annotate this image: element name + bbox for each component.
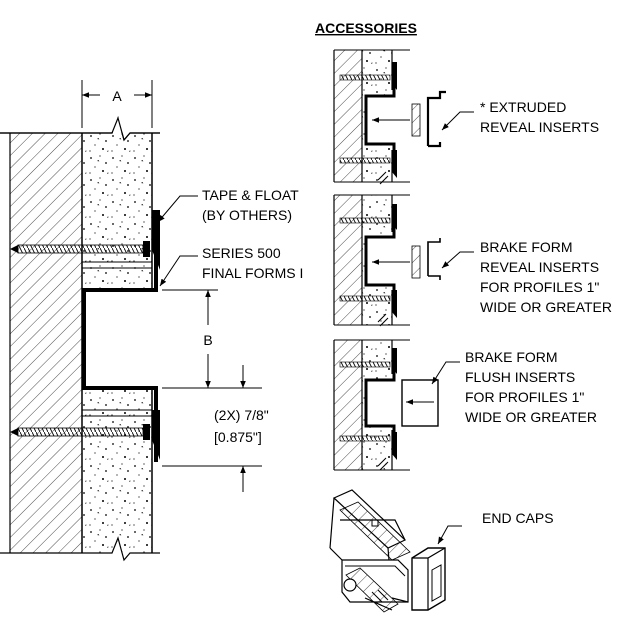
dimension-b bbox=[162, 289, 262, 389]
brake-flush-label-4: WIDE OR GREATER bbox=[465, 409, 597, 425]
series-label-2: FINAL FORMS I bbox=[202, 265, 303, 281]
tape-float-label-2: (BY OTHERS) bbox=[202, 207, 292, 223]
dim-2x-line1: (2X) 7/8" bbox=[214, 407, 269, 423]
dim-b-label: B bbox=[203, 332, 212, 348]
reveal-profile bbox=[82, 218, 158, 462]
accessories-heading: ACCESSORIES bbox=[315, 20, 417, 36]
tape-float-label-1: TAPE & FLOAT bbox=[202, 187, 299, 203]
wall-framing-hatch bbox=[10, 133, 82, 553]
brake-reveal-label-2: REVEAL INSERTS bbox=[480, 259, 599, 275]
break-line-bottom bbox=[0, 536, 160, 562]
end-caps-isometric bbox=[329, 489, 462, 613]
accessory-extruded-detail bbox=[333, 49, 474, 185]
dimension-a bbox=[81, 80, 153, 128]
series-label-1: SERIES 500 bbox=[202, 245, 281, 261]
brake-reveal-label-1: BRAKE FORM bbox=[480, 239, 573, 255]
brake-reveal-label-3: FOR PROFILES 1" bbox=[480, 279, 599, 295]
brake-reveal-label-4: WIDE OR GREATER bbox=[480, 299, 612, 315]
extruded-label-2: REVEAL INSERTS bbox=[480, 119, 599, 135]
dim-2x-line2: [0.875"] bbox=[214, 429, 262, 445]
accessory-brake-flush-detail bbox=[333, 339, 460, 471]
screw-upper bbox=[10, 241, 150, 257]
brake-flush-label-1: BRAKE FORM bbox=[465, 349, 558, 365]
tape-float-upper bbox=[152, 210, 160, 270]
brake-flush-label-3: FOR PROFILES 1" bbox=[465, 389, 584, 405]
brake-flush-label-2: FLUSH INSERTS bbox=[465, 369, 575, 385]
accessory-brake-reveal-detail bbox=[333, 194, 474, 327]
screw-lower bbox=[10, 424, 150, 440]
extruded-label-1: * EXTRUDED bbox=[480, 99, 566, 115]
tape-float-lower bbox=[152, 410, 160, 460]
series-leader bbox=[159, 255, 198, 287]
dim-a-label: A bbox=[112, 88, 122, 104]
end-caps-label: END CAPS bbox=[482, 510, 554, 526]
tape-float-leader bbox=[157, 195, 198, 223]
main-section-detail: A B (2X) 7/8" [0.875"] TAPE & FLOAT (BY … bbox=[0, 80, 303, 562]
dimension-7-8 bbox=[162, 365, 262, 492]
